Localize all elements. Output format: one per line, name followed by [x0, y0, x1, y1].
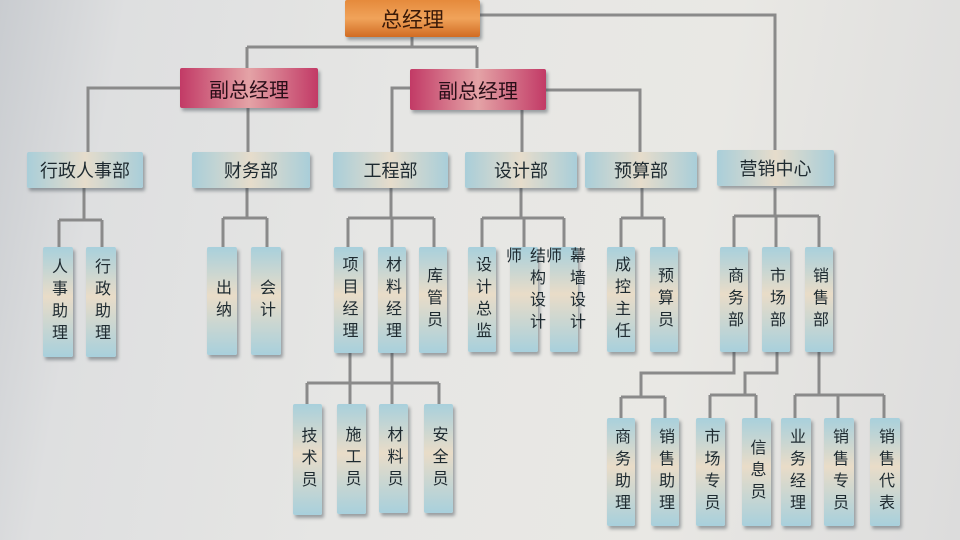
role-box: 成控主任 — [607, 247, 635, 352]
box-label: 行政人事部 — [40, 161, 130, 182]
role-box: 销售助理 — [651, 418, 679, 526]
dept-marketing: 营销中心 — [717, 150, 834, 186]
box-label: 库管员 — [424, 267, 443, 333]
box-label: 副总经理 — [209, 77, 289, 102]
box-label: 结构设计师 — [503, 247, 546, 335]
role-box: 销售部 — [805, 247, 833, 352]
box-label: 材料经理 — [383, 256, 402, 344]
role-box: 商务部 — [720, 247, 748, 352]
box-label: 销售代表 — [876, 428, 895, 516]
role-box: 会计 — [251, 247, 281, 355]
general-manager-box: 总经理 — [345, 0, 480, 37]
role-box: 人事助理 — [43, 247, 73, 357]
box-label: 设计部 — [494, 161, 548, 182]
box-label: 出纳 — [213, 279, 232, 323]
box-label: 行政助理 — [92, 258, 111, 346]
box-label: 销售助理 — [656, 428, 675, 516]
box-label: 信息员 — [747, 439, 767, 505]
box-label: 市场专员 — [701, 428, 721, 516]
box-label: 商务助理 — [612, 428, 631, 516]
role-box: 市场部 — [762, 247, 790, 352]
dept-admin-hr: 行政人事部 — [27, 152, 143, 188]
role-box: 行政助理 — [86, 247, 116, 357]
box-label: 财务部 — [224, 161, 278, 182]
box-label: 预算部 — [614, 161, 668, 182]
box-label: 工程部 — [363, 161, 418, 182]
role-box: 设计总监 — [468, 247, 496, 352]
role-box: 市场专员 — [696, 418, 725, 526]
box-label: 人事助理 — [49, 258, 68, 346]
role-box: 材料经理 — [378, 247, 406, 353]
role-box: 业务经理 — [781, 418, 811, 526]
box-label: 施工员 — [342, 426, 362, 492]
dept-budget: 预算部 — [585, 152, 697, 188]
box-label: 销售专员 — [830, 428, 849, 516]
role-box: 技术员 — [293, 404, 322, 515]
box-label: 商务部 — [725, 266, 744, 333]
vice-manager-box-1: 副总经理 — [180, 68, 318, 108]
role-box: 幕墙设计师 — [543, 247, 586, 352]
box-label: 成控主任 — [612, 255, 631, 344]
dept-design: 设计部 — [465, 152, 577, 188]
box-label: 市场部 — [767, 266, 786, 333]
box-label: 业务经理 — [787, 428, 806, 516]
box-label: 销售部 — [810, 266, 829, 333]
role-box: 安全员 — [424, 404, 453, 513]
box-label: 会计 — [257, 279, 276, 323]
vice-manager-box-2: 副总经理 — [410, 69, 546, 110]
role-box: 销售专员 — [824, 418, 854, 526]
box-label: 副总经理 — [438, 79, 518, 103]
role-box: 出纳 — [207, 247, 237, 355]
box-label: 材料员 — [384, 425, 404, 492]
role-box: 预算员 — [650, 247, 678, 352]
dept-finance: 财务部 — [192, 152, 310, 188]
box-label: 预算员 — [655, 266, 674, 333]
role-box: 施工员 — [337, 404, 366, 514]
role-box: 结构设计师 — [503, 247, 546, 352]
box-label: 设计总监 — [473, 255, 492, 344]
role-box: 商务助理 — [607, 418, 635, 526]
box-label: 营销中心 — [739, 159, 812, 180]
box-label: 项目经理 — [339, 256, 359, 344]
box-label: 总经理 — [381, 7, 444, 32]
box-label: 安全员 — [429, 425, 449, 492]
box-label: 技术员 — [298, 426, 318, 493]
role-box: 材料员 — [379, 404, 408, 513]
box-label: 幕墙设计师 — [543, 247, 586, 335]
role-box: 信息员 — [742, 418, 771, 526]
dept-engineering: 工程部 — [333, 152, 448, 188]
role-box: 销售代表 — [870, 418, 900, 526]
role-box: 库管员 — [419, 247, 447, 353]
role-box: 项目经理 — [334, 247, 363, 353]
